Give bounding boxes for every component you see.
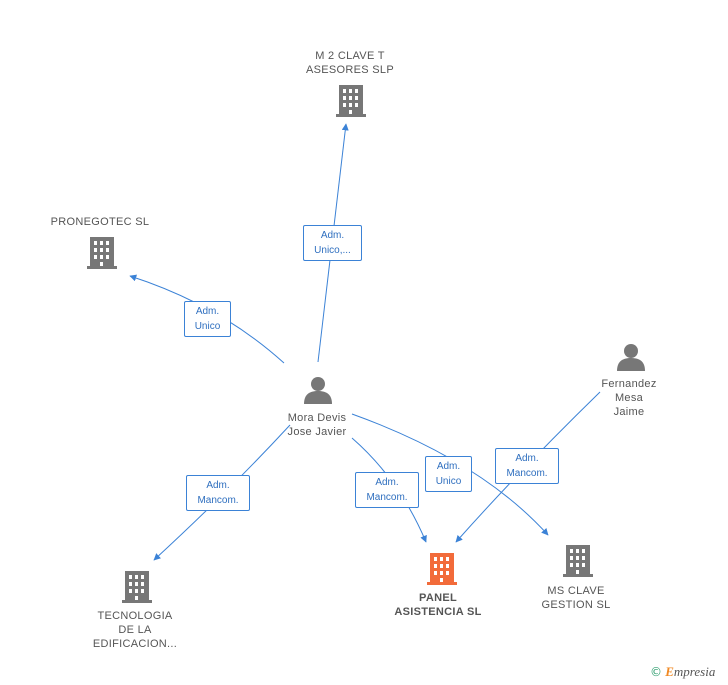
edge-label-mora-ms[interactable]: Adm. Unico	[425, 456, 472, 492]
edge-label-line: Adm.	[320, 230, 345, 241]
label-line: ASISTENCIA SL	[394, 606, 482, 618]
label-line: PANEL	[419, 592, 457, 604]
building-icon	[336, 85, 366, 117]
edge-label-line: Adm.	[515, 453, 539, 464]
label-line: Jose Javier	[287, 426, 347, 438]
label-line: ASESORES SLP	[306, 64, 394, 76]
building-icon	[122, 571, 152, 603]
edge-label-fernandez-panel[interactable]: Adm. Mancom.	[495, 448, 559, 484]
label-line: Mora Devis	[287, 412, 347, 424]
label-line: Fernandez	[601, 378, 657, 390]
person-icon	[304, 377, 332, 404]
edge-label-line: Adm.	[195, 306, 220, 317]
empresia-logo: © Empresia	[650, 664, 715, 680]
label-line: MS CLAVE	[547, 585, 605, 597]
label-line: Jaime	[613, 406, 645, 418]
label-line: GESTION SL	[541, 599, 611, 611]
edge-label-line: Adm.	[375, 477, 399, 488]
edge-label-line: Unico	[194, 321, 221, 332]
node-label-m2clave[interactable]: M 2 CLAVE T ASESORES SLP	[290, 49, 410, 77]
node-label-mora[interactable]: Mora Devis Jose Javier	[262, 411, 372, 439]
building-icon	[87, 237, 117, 269]
label-line: M 2 CLAVE T	[315, 50, 385, 62]
edge-label-line: Adm.	[436, 461, 461, 472]
brand-rest: mpresia	[673, 664, 716, 679]
edge-label-line: Mancom.	[366, 492, 408, 503]
label-line: PRONEGOTEC SL	[50, 216, 150, 228]
person-icon	[617, 344, 645, 371]
label-line: EDIFICACION...	[92, 638, 178, 650]
building-icon	[563, 545, 593, 577]
edge-label-mora-tecnologia[interactable]: Adm. Mancom.	[186, 475, 250, 511]
node-label-pronegotec[interactable]: PRONEGOTEC SL	[40, 215, 160, 229]
node-label-tecnologia[interactable]: TECNOLOGIA DE LA EDIFICACION...	[80, 609, 190, 651]
node-label-ms[interactable]: MS CLAVE GESTION SL	[526, 584, 626, 612]
brand-initial: E	[665, 664, 674, 679]
edge-label-line: Mancom.	[506, 468, 548, 479]
label-line: DE LA	[118, 624, 152, 636]
node-label-fernandez[interactable]: Fernandez Mesa Jaime	[584, 377, 674, 419]
label-line: TECNOLOGIA	[97, 610, 173, 622]
edge-label-mora-m2[interactable]: Adm. Unico,...	[303, 225, 362, 261]
building-icon-focus	[427, 553, 457, 585]
edge-label-line: Mancom.	[197, 495, 239, 506]
label-line: Mesa	[614, 392, 644, 404]
edge-label-mora-panel[interactable]: Adm. Mancom.	[355, 472, 419, 508]
copyright-symbol: ©	[650, 665, 662, 679]
node-label-panel[interactable]: PANEL ASISTENCIA SL	[378, 591, 498, 619]
edge-label-line: Unico,...	[314, 245, 351, 256]
edge-label-mora-pronegotec[interactable]: Adm. Unico	[184, 301, 231, 337]
edge-label-line: Unico	[435, 476, 462, 487]
edge-label-line: Adm.	[206, 480, 230, 491]
